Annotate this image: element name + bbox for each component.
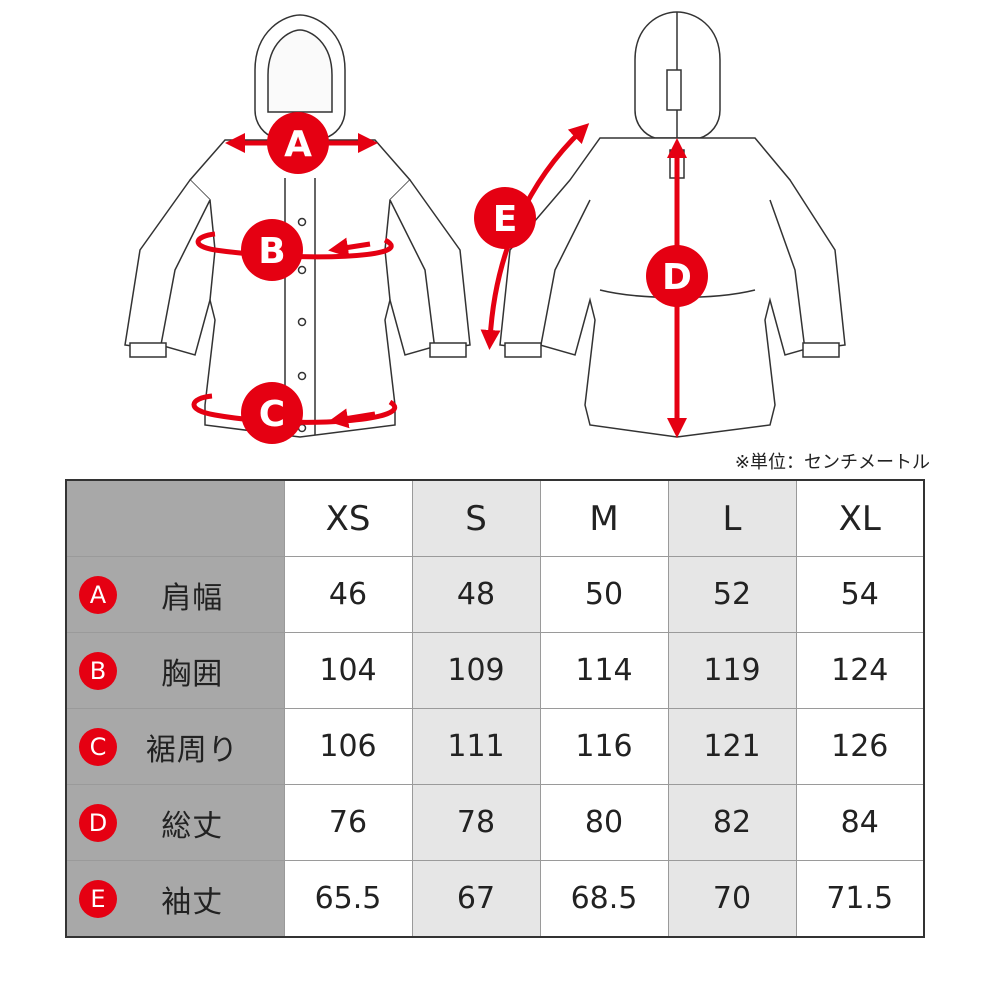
table-row: C 裾周り 106 111 116 121 126	[65, 708, 925, 785]
value-cell: 119	[667, 632, 797, 709]
size-header-xl: XL	[795, 479, 925, 557]
unit-note: ※単位：センチメートル	[734, 452, 930, 473]
value-cell: 109	[411, 632, 541, 709]
marker-badge: B	[79, 651, 117, 690]
svg-text:C: C	[259, 394, 285, 435]
row-label-cell: E 袖丈	[65, 860, 285, 938]
value-cell: 48	[411, 556, 541, 633]
svg-text:B: B	[258, 231, 285, 272]
value-cell: 124	[795, 632, 925, 709]
table-row: B 胸囲 104 109 114 119 124	[65, 632, 925, 709]
marker-c: C	[241, 382, 303, 444]
header-corner-cell	[65, 479, 285, 557]
jacket-front-outline	[124, 14, 471, 438]
value-cell: 111	[411, 708, 541, 785]
value-cell: 121	[667, 708, 797, 785]
value-cell: 50	[539, 556, 669, 633]
size-header-l: L	[667, 479, 797, 557]
table-row: D 総丈 76 78 80 82 84	[65, 784, 925, 861]
size-header-m: M	[539, 479, 669, 557]
marker-e: E	[474, 187, 536, 249]
row-label-cell: C 裾周り	[65, 708, 285, 785]
marker-badge: C	[79, 727, 117, 766]
value-cell: 68.5	[539, 860, 669, 938]
value-cell: 54	[795, 556, 925, 633]
jacket-measurement-illustration: A B C D E	[124, 11, 846, 444]
value-cell: 78	[411, 784, 541, 861]
value-cell: 106	[283, 708, 413, 785]
value-cell: 80	[539, 784, 669, 861]
value-cell: 70	[667, 860, 797, 938]
value-cell: 76	[283, 784, 413, 861]
row-label: 胸囲	[161, 656, 224, 692]
marker-a: A	[267, 112, 329, 174]
row-label-cell: D 総丈	[65, 784, 285, 861]
row-label: 袖丈	[161, 884, 224, 920]
value-cell: 65.5	[283, 860, 413, 938]
value-cell: 46	[283, 556, 413, 633]
row-label-cell: B 胸囲	[65, 632, 285, 709]
svg-text:D: D	[662, 257, 692, 298]
size-header-s: S	[411, 479, 541, 557]
value-cell: 67	[411, 860, 541, 938]
size-table: XS S M L XL A 肩幅 46 48 50 52 54 B 胸囲 104…	[65, 479, 925, 938]
row-label: 裾周り	[145, 732, 239, 768]
svg-text:E: E	[493, 199, 518, 240]
svg-text:A: A	[284, 124, 312, 165]
row-label-cell: A 肩幅	[65, 556, 285, 633]
marker-badge: E	[79, 879, 117, 918]
value-cell: 84	[795, 784, 925, 861]
size-header-xs: XS	[283, 479, 413, 557]
marker-badge: A	[79, 575, 117, 614]
marker-d: D	[646, 245, 708, 307]
value-cell: 104	[283, 632, 413, 709]
row-label: 総丈	[161, 808, 224, 844]
row-label: 肩幅	[161, 580, 224, 616]
table-row: E 袖丈 65.5 67 68.5 70 71.5	[65, 860, 925, 938]
size-header-row: XS S M L XL	[65, 479, 925, 557]
value-cell: 52	[667, 556, 797, 633]
value-cell: 114	[539, 632, 669, 709]
marker-badge: D	[79, 803, 117, 842]
table-row: A 肩幅 46 48 50 52 54	[65, 556, 925, 633]
marker-b: B	[241, 219, 303, 281]
value-cell: 126	[795, 708, 925, 785]
jacket-back-outline	[499, 11, 846, 438]
value-cell: 71.5	[795, 860, 925, 938]
value-cell: 82	[667, 784, 797, 861]
value-cell: 116	[539, 708, 669, 785]
